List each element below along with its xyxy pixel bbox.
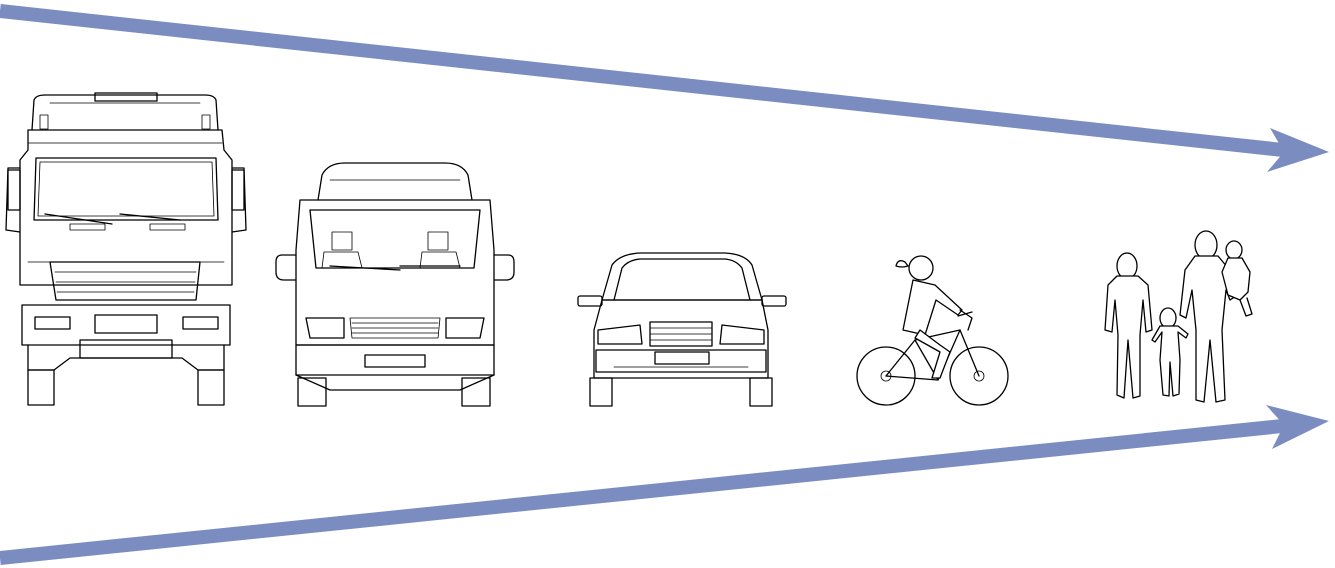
cyclist-icon xyxy=(857,256,1008,405)
car-front-icon xyxy=(578,253,786,406)
van-front-icon xyxy=(276,163,514,406)
bottom-arrow-shaft xyxy=(0,425,1292,558)
top-arrow xyxy=(0,11,1329,172)
family-pedestrians-icon xyxy=(1105,231,1252,402)
truck-front-icon xyxy=(6,93,246,405)
bottom-arrow xyxy=(0,405,1329,558)
